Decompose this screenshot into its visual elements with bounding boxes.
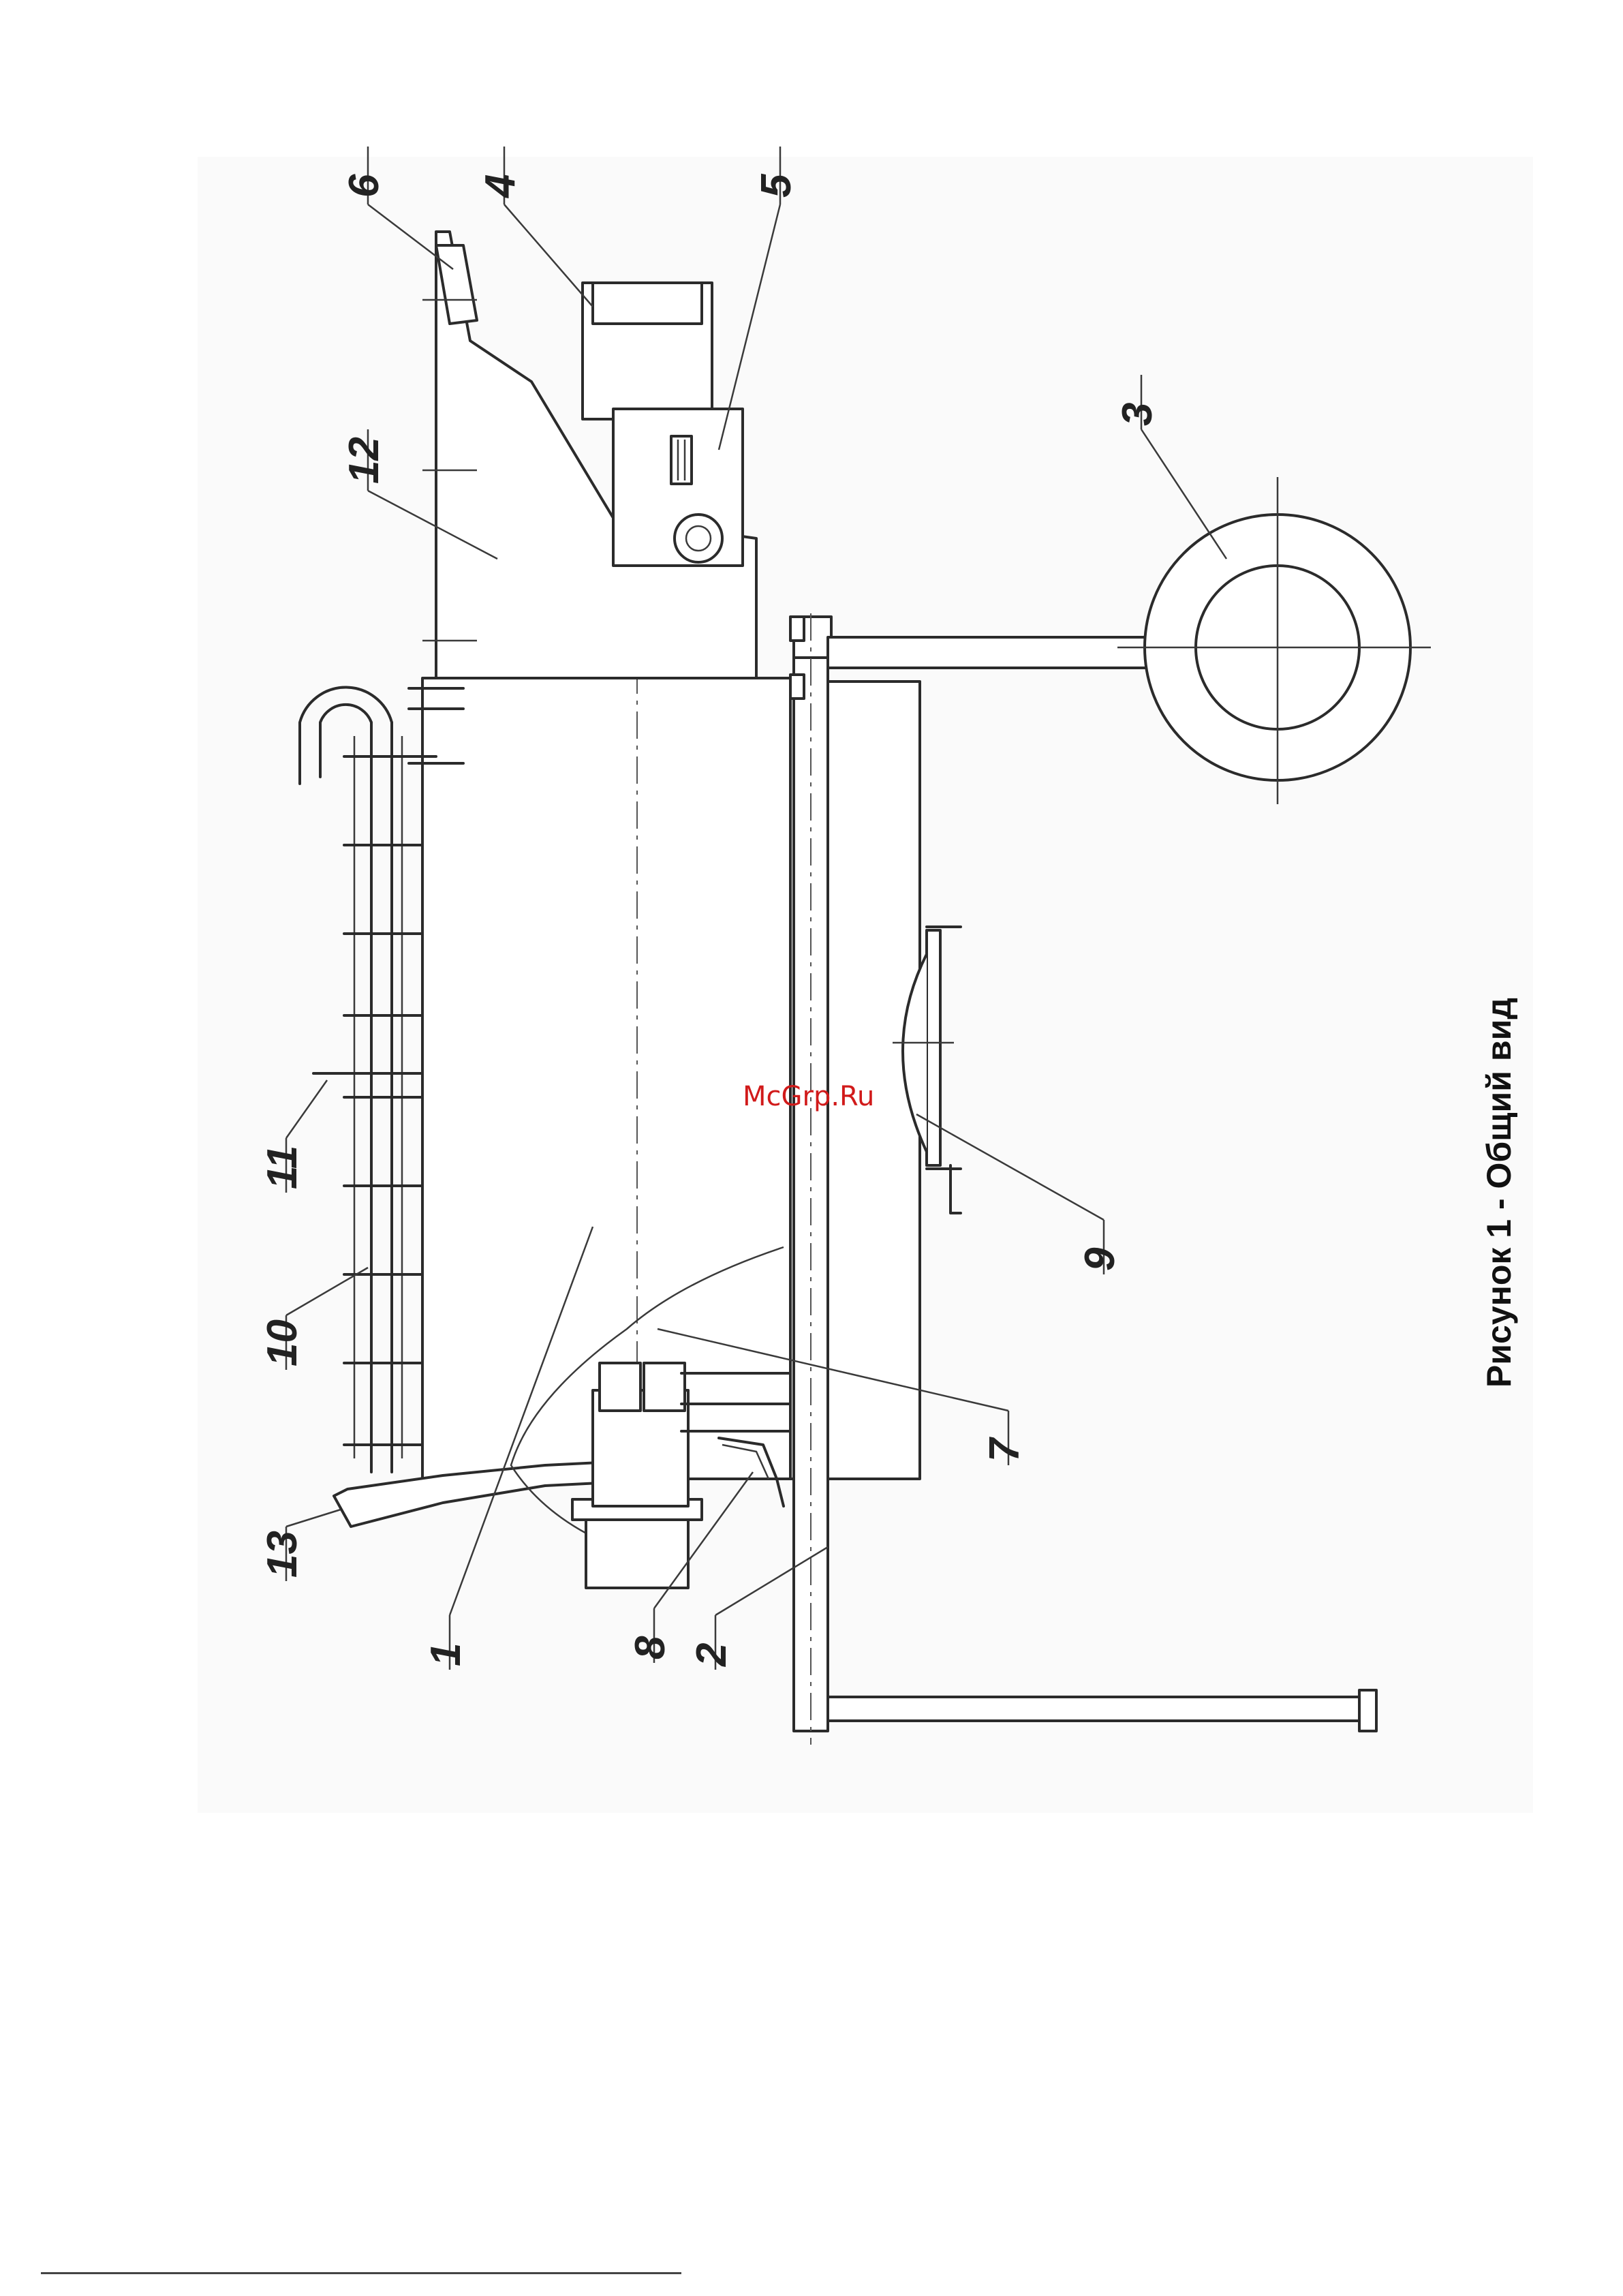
footer-rule	[41, 2272, 681, 2274]
callout-12: 12	[341, 437, 388, 484]
callout-10: 10	[259, 1319, 306, 1366]
callout-11: 11	[259, 1146, 306, 1189]
figure-caption: Рисунок 1 - Общий вид	[1479, 998, 1519, 1388]
callout-3: 3	[1114, 403, 1161, 426]
watermark: McGrp.Ru	[743, 1081, 874, 1112]
callout-4: 4	[477, 174, 524, 199]
callout-5: 5	[753, 173, 800, 198]
callout-7: 7	[981, 1437, 1028, 1462]
callout-1: 1	[422, 1643, 469, 1666]
callout-9: 9	[1077, 1247, 1124, 1271]
callout-2: 2	[688, 1643, 735, 1667]
callout-8: 8	[627, 1636, 674, 1659]
callout-13: 13	[259, 1531, 306, 1578]
figure-caption-box: Рисунок 1 - Общий вид	[1410, 886, 1588, 1499]
callout-6: 6	[341, 174, 388, 198]
